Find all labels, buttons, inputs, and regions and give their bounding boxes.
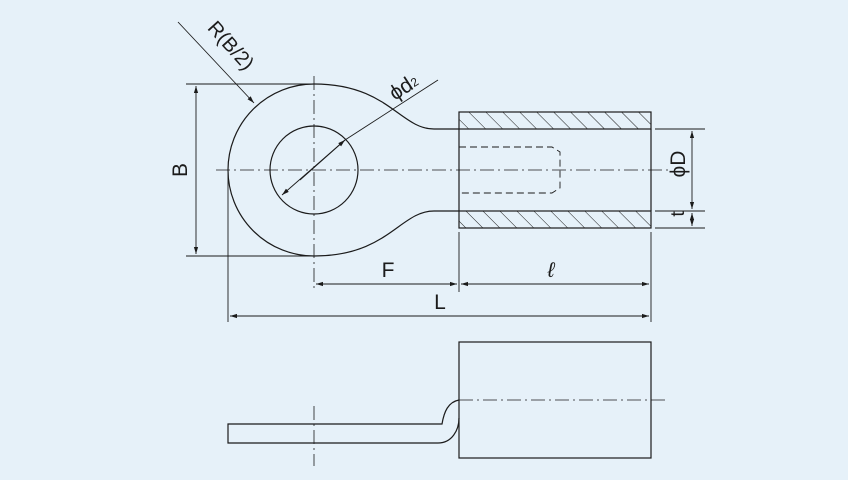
- barrel-diameter-label: ϕD: [667, 151, 690, 178]
- radius-label: R(B/2): [203, 17, 258, 75]
- side-view: [227, 341, 667, 466]
- barrel-hidden-bore: [459, 146, 561, 194]
- radius-leader: [177, 21, 255, 104]
- svg-text:ϕd2: ϕd2: [385, 69, 423, 105]
- hole-diameter-label: ϕd2: [385, 69, 423, 105]
- b-label: B: [169, 163, 192, 177]
- f-label: F: [382, 259, 395, 282]
- barrel-length-label: ℓ: [547, 259, 556, 282]
- hole-diameter-arrow-upper: [299, 139, 346, 181]
- hole-leader-outer: [344, 79, 439, 141]
- barrel-wall-bottom: [458, 210, 652, 229]
- top-view: B R(B/2) ϕd2 ϕD t F ℓ L: [169, 17, 705, 322]
- overall-length-label: L: [434, 291, 446, 314]
- tongue-side: [227, 399, 460, 444]
- barrel-wall-top: [458, 111, 652, 130]
- thickness-label: t: [668, 211, 689, 217]
